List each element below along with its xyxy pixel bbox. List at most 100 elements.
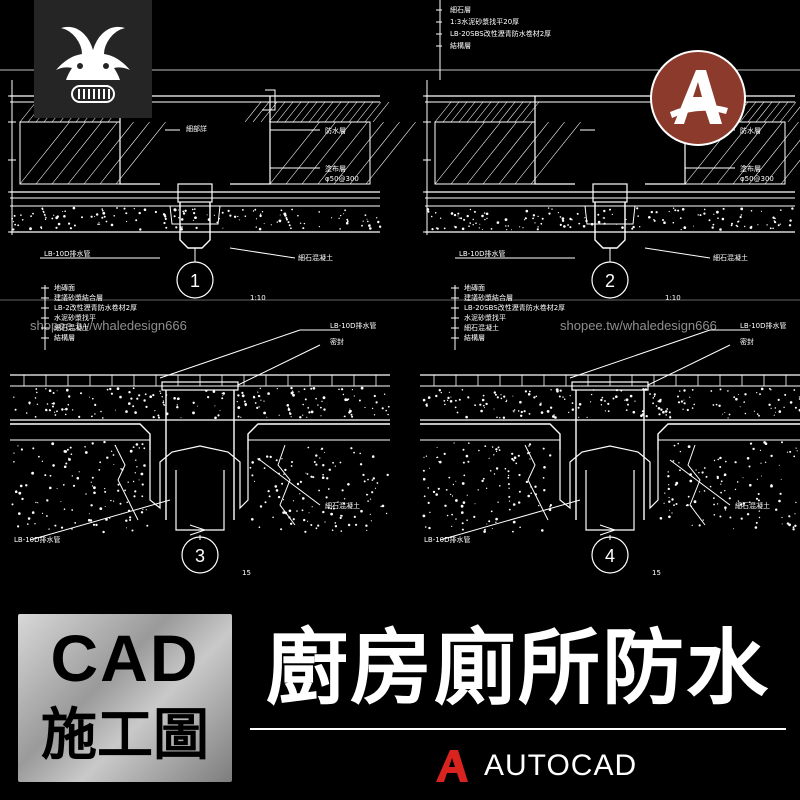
aggregate-dot bbox=[385, 409, 388, 412]
aggregate-dot bbox=[540, 411, 544, 414]
aggregate-dot bbox=[699, 214, 702, 217]
aggregate-dot bbox=[259, 214, 262, 218]
aggregate-dot bbox=[252, 210, 255, 212]
wall-hatch bbox=[514, 121, 565, 185]
aggregate-dot bbox=[237, 406, 241, 409]
aggregate-dot bbox=[270, 224, 272, 226]
aggregate-dot bbox=[350, 413, 353, 416]
aggregate-dot bbox=[35, 501, 37, 504]
aggregate-dot bbox=[353, 451, 355, 454]
tile-hatch bbox=[316, 101, 334, 123]
aggregate-dot bbox=[45, 388, 47, 390]
aggregate-dot bbox=[663, 221, 666, 224]
aggregate-dot bbox=[127, 481, 129, 483]
wall-hatch bbox=[450, 121, 501, 185]
label-seal: 密封 bbox=[740, 337, 754, 346]
aggregate-dot bbox=[527, 393, 531, 396]
aggregate-dot bbox=[659, 517, 663, 520]
aggregate-dot bbox=[506, 399, 508, 401]
aggregate-dot bbox=[639, 226, 641, 228]
aggregate-dot bbox=[770, 407, 772, 409]
aggregate-dot bbox=[478, 449, 480, 452]
watermark-left: shopee.tw/whaledesign666 bbox=[30, 318, 187, 333]
aggregate-dot bbox=[601, 396, 604, 399]
aggregate-dot bbox=[753, 410, 756, 412]
aggregate-dot bbox=[457, 215, 459, 217]
cad-drawing-badge: CAD 施工圖 bbox=[18, 614, 232, 782]
scale-label: 1:10 bbox=[250, 294, 266, 302]
aggregate-dot bbox=[310, 475, 313, 478]
aggregate-dot bbox=[703, 212, 706, 215]
aggregate-dot bbox=[556, 390, 559, 393]
aggregate-dot bbox=[717, 458, 719, 461]
aggregate-dot bbox=[157, 414, 160, 417]
label-seal: 密封 bbox=[330, 337, 344, 346]
construction-drawing-label: 施工圖 bbox=[41, 703, 209, 768]
aggregate-dot bbox=[463, 218, 466, 221]
aggregate-dot bbox=[528, 390, 531, 393]
trap-profile bbox=[559, 445, 659, 510]
aggregate-dot bbox=[13, 461, 15, 463]
aggregate-dot bbox=[138, 394, 141, 397]
aggregate-dot bbox=[773, 220, 775, 222]
aggregate-dot bbox=[543, 466, 546, 469]
aggregate-dot bbox=[291, 461, 293, 463]
aggregate-dot bbox=[507, 474, 510, 477]
aggregate-dot bbox=[103, 440, 106, 444]
aggregate-dot bbox=[346, 220, 349, 223]
aggregate-dot bbox=[738, 220, 740, 222]
aggregate-dot bbox=[268, 495, 271, 498]
aggregate-dot bbox=[219, 410, 221, 412]
tile-hatch bbox=[522, 101, 540, 123]
aggregate-dot bbox=[87, 518, 91, 522]
aggregate-dot bbox=[549, 505, 551, 508]
aggregate-dot bbox=[455, 499, 458, 502]
aggregate-dot bbox=[539, 403, 542, 406]
wall-hatch bbox=[51, 121, 102, 185]
aggregate-dot bbox=[366, 218, 368, 220]
label-stack-item: 地磚面 bbox=[464, 283, 485, 292]
aggregate-dot bbox=[462, 448, 465, 451]
aggregate-dot bbox=[21, 219, 24, 221]
detail-number-1-circle bbox=[176, 261, 214, 299]
label-drain-pipe: LB-10D排水管 bbox=[424, 535, 471, 544]
aggregate-dot bbox=[238, 219, 240, 221]
aggregate-dot bbox=[45, 217, 47, 219]
aggregate-dot bbox=[722, 207, 725, 210]
aggregate-dot bbox=[462, 461, 465, 464]
tile-hatch bbox=[260, 101, 278, 123]
wall-hatch bbox=[83, 121, 134, 185]
wall-hatch bbox=[317, 121, 368, 185]
aggregate-dot bbox=[299, 222, 302, 224]
aggregate-dot bbox=[350, 447, 353, 450]
aggregate-dot bbox=[671, 498, 674, 501]
aggregate-dot bbox=[46, 403, 49, 405]
aggregate-dot bbox=[337, 501, 339, 503]
aggregate-dot bbox=[17, 445, 19, 447]
aggregate-dot bbox=[375, 401, 378, 404]
aggregate-dot bbox=[45, 408, 48, 411]
detail-number-2-circle bbox=[591, 261, 629, 299]
tile-hatch bbox=[474, 101, 492, 123]
aggregate-dot bbox=[677, 401, 681, 404]
aggregate-dot bbox=[672, 221, 675, 224]
aggregate-dot bbox=[679, 390, 681, 392]
aggregate-dot bbox=[604, 400, 606, 402]
aggregate-dot bbox=[691, 524, 693, 527]
aggregate-dot bbox=[257, 394, 261, 398]
aggregate-dot bbox=[380, 505, 382, 508]
detail-number-1: 1 bbox=[190, 271, 200, 291]
aggregate-dot bbox=[275, 459, 278, 462]
aggregate-dot bbox=[725, 460, 727, 463]
aggregate-dot bbox=[542, 477, 545, 479]
aggregate-dot bbox=[126, 501, 128, 504]
aggregate-dot bbox=[484, 528, 486, 531]
aggregate-dot bbox=[436, 456, 439, 459]
aggregate-dot bbox=[327, 507, 330, 509]
aggregate-dot bbox=[559, 223, 562, 226]
aggregate-dot bbox=[786, 451, 789, 453]
aggregate-dot bbox=[473, 515, 476, 519]
aggregate-dot bbox=[135, 443, 139, 446]
aggregate-dot bbox=[465, 415, 468, 419]
aggregate-dot bbox=[74, 522, 77, 524]
